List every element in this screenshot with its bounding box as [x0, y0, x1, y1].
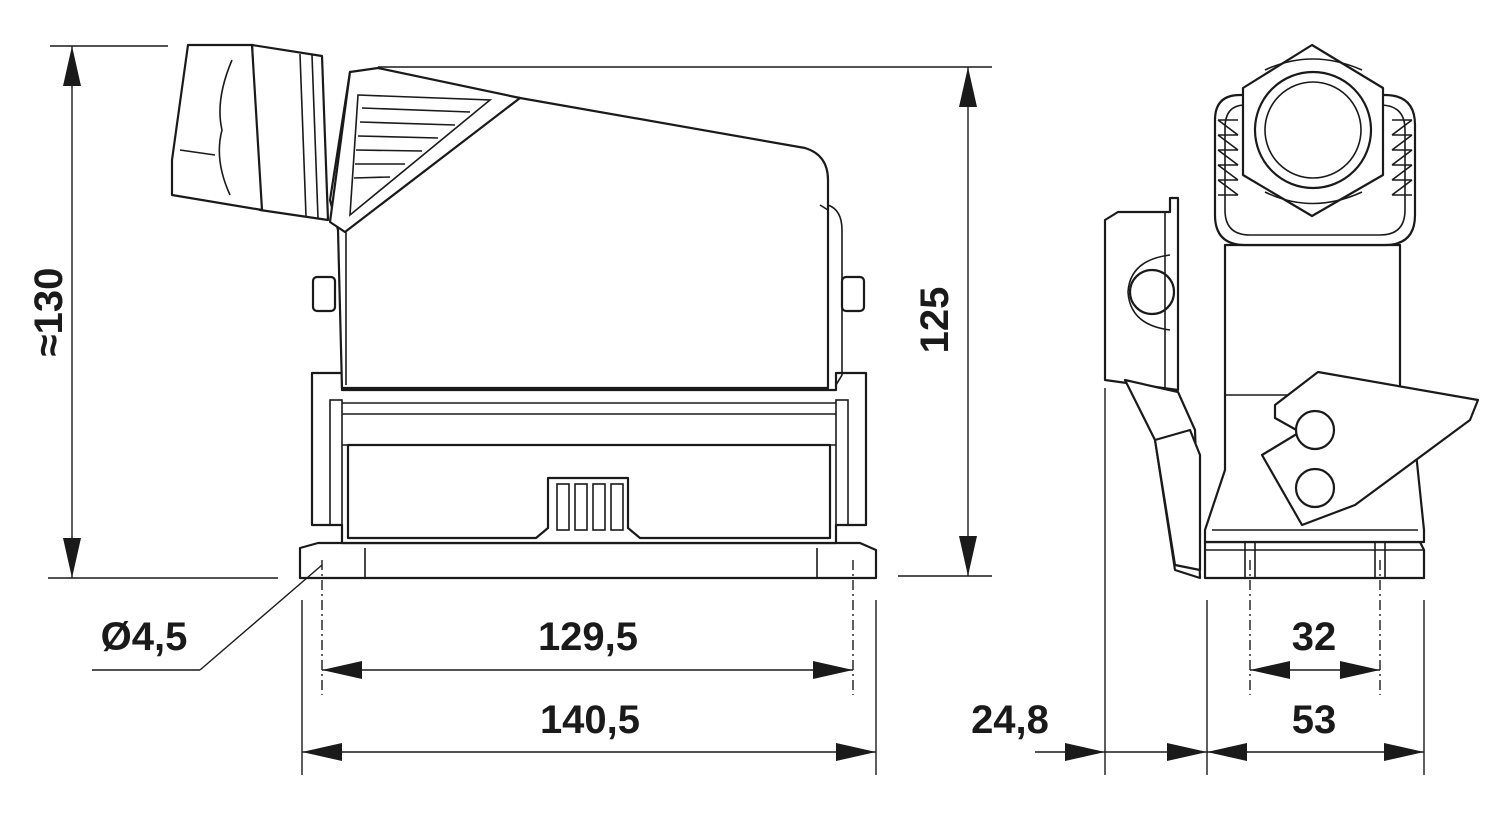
dim-text-32: 32	[1292, 615, 1337, 659]
front-slot-4	[610, 483, 624, 531]
front-slot-3	[592, 483, 606, 531]
front-nut-ridge-1	[299, 53, 307, 217]
front-cap-dome	[218, 59, 233, 196]
arrow-32-left	[1250, 661, 1290, 679]
leader-hole	[199, 564, 323, 671]
side-base-plate	[1203, 540, 1426, 580]
side-cable-entry-outer	[1253, 70, 1373, 190]
front-vent-2	[359, 121, 456, 126]
dim-text-1295: 129,5	[538, 615, 638, 659]
front-frame-right-post	[835, 399, 849, 526]
side-knurl-right	[1391, 119, 1413, 196]
dim-text-248: 24,8	[971, 698, 1049, 742]
side-cable-entry-inner	[1264, 81, 1362, 179]
side-lever-hole-top	[1294, 409, 1336, 451]
arrow-1295-left	[322, 661, 362, 679]
arrow-125-top	[959, 67, 977, 107]
front-vent-4	[355, 149, 423, 152]
front-pin-right	[840, 275, 866, 313]
dim-text-1405: 140,5	[540, 698, 640, 742]
front-slot-1	[556, 483, 570, 531]
front-slot-2	[574, 483, 588, 531]
side-latch-pivot-bracket	[1127, 254, 1171, 331]
front-cap-line	[179, 149, 216, 156]
side-latch-pivot	[1128, 268, 1176, 316]
front-cable-cap	[170, 43, 264, 212]
arrow-130-bottom	[63, 538, 81, 578]
arrow-1405-right	[836, 743, 876, 761]
front-pin-left	[311, 275, 337, 313]
dim-text-hole: Ø4,5	[101, 615, 188, 659]
front-gland-inner	[349, 94, 493, 217]
side-view	[1103, 43, 1480, 580]
side-latch-foot	[1153, 428, 1202, 572]
dim-text-130: ≈130	[27, 268, 71, 357]
arrow-53-left	[1207, 743, 1247, 761]
side-hood-inner	[1224, 104, 1406, 236]
front-dimensions: ≈130 125 Ø4,5 129,5 140,5	[27, 45, 992, 775]
side-knurl-left	[1217, 119, 1239, 196]
front-hood-right-rail	[827, 204, 843, 386]
side-hex-nut-chamfer	[1264, 58, 1363, 205]
front-base-plate	[298, 541, 878, 580]
side-lever-hole-bottom	[1294, 467, 1336, 509]
front-nut-ridge-2	[311, 54, 319, 219]
arrow-130-top	[63, 46, 81, 86]
arrow-32-right	[1340, 661, 1380, 679]
front-frame-left-post	[329, 399, 343, 526]
front-view	[170, 43, 878, 580]
dim-text-125: 125	[913, 287, 957, 354]
arrow-248-left	[1065, 743, 1105, 761]
front-hood-body	[328, 70, 830, 390]
front-lower-body	[346, 443, 832, 540]
front-vent-3	[357, 135, 439, 139]
arrow-53-right	[1384, 743, 1424, 761]
front-hood-contour	[345, 204, 829, 385]
arrow-1405-left	[302, 743, 342, 761]
side-dimensions: 32 53 24,8	[971, 388, 1425, 775]
arrow-125-bottom	[959, 536, 977, 576]
front-vent-6	[353, 176, 391, 179]
dim-text-53: 53	[1292, 698, 1337, 742]
front-vent-1	[361, 107, 471, 113]
arrow-1295-right	[813, 661, 853, 679]
